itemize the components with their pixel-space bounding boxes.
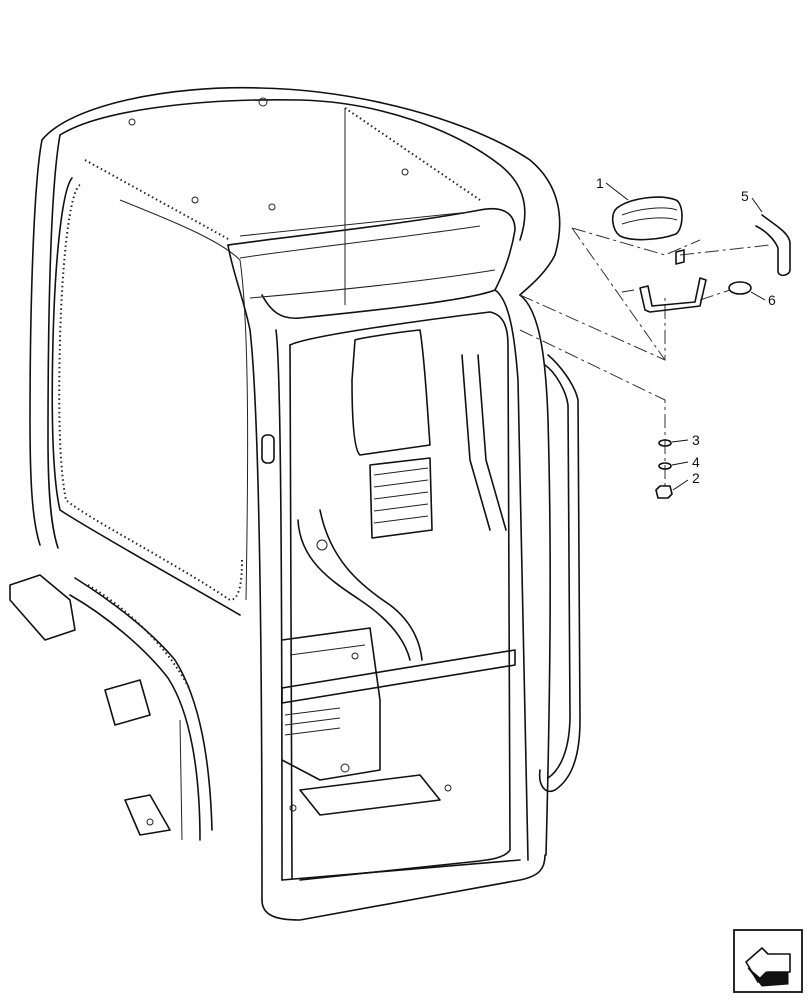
handrail-left xyxy=(69,577,213,841)
bolt-heads xyxy=(128,97,452,826)
folder-arrow-icon[interactable] xyxy=(733,929,803,993)
work-lamp xyxy=(611,196,683,241)
svg-text:5: 5 xyxy=(741,188,749,204)
washer-3 xyxy=(658,439,672,447)
svg-text:1: 1 xyxy=(596,175,604,191)
callout-6: 6 xyxy=(750,291,776,308)
cab-assembly xyxy=(9,86,581,921)
callout-3: 3 xyxy=(671,432,700,448)
svg-text:3: 3 xyxy=(692,432,700,448)
vent-grille xyxy=(369,457,433,539)
hose xyxy=(755,214,791,277)
mounting-bracket xyxy=(621,277,707,313)
lamp-detail xyxy=(519,196,791,499)
nut-2 xyxy=(655,485,673,499)
door-latch xyxy=(261,434,275,464)
o-ring xyxy=(728,281,752,295)
svg-text:2: 2 xyxy=(692,470,700,486)
callout-1: 1 xyxy=(596,175,629,201)
callout-2: 2 xyxy=(672,470,700,491)
handrail-right xyxy=(538,354,581,792)
svg-text:4: 4 xyxy=(692,454,700,470)
callout-4: 4 xyxy=(671,454,700,470)
washer-4 xyxy=(658,462,672,470)
svg-text:6: 6 xyxy=(768,292,776,308)
lamp-bolt xyxy=(675,249,685,265)
callout-5: 5 xyxy=(741,188,763,213)
